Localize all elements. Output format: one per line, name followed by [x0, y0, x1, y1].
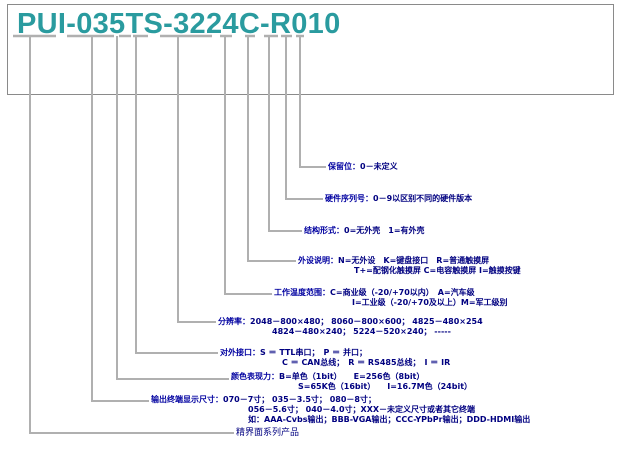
label-peripheral-line2: T+=配钢化触摸屏 C=电容触摸屏 I=触摸按键: [354, 266, 521, 275]
label-resolution-line2: 4824－480×240； 5224－520×240； -----: [272, 327, 451, 336]
label-color: 颜色表现力：B=单色（1bit） E=256色（8bit）: [231, 372, 425, 381]
label-structure: 结构形式：0=无外壳 1=有外壳: [304, 226, 425, 235]
label-hardware-serial: 硬件序列号：0－9以区别不同的硬件版本: [325, 194, 473, 203]
leader-peripheral: [247, 36, 296, 262]
label-interface-line2: C ＝ CAN总线； R ＝ RS485总线； I ＝ IR: [282, 358, 451, 367]
leader-product-series: [29, 36, 234, 434]
label-display-size-line2: 056－5.6寸； 040－4.0寸；XXX－未定义尺寸或者其它终端: [248, 405, 476, 414]
leader-interface: [135, 36, 218, 354]
product-code-box: PUI-035TS-3224C-R010: [7, 4, 614, 95]
leader-display-size: [91, 36, 149, 402]
leader-structure: [268, 36, 302, 232]
label-interface: 对外接口：S ＝ TTL串口； P ＝ 并口；: [220, 348, 367, 357]
label-temperature-line2: I=工业级（-20/+70及以上）M=军工级别: [352, 298, 508, 307]
label-display-size-line3: 如：AAA-Cvbs输出；BBB-VGA输出；CCC-YPbPr输出；DDD-H…: [248, 415, 531, 424]
label-temperature: 工作温度范围：C=商业级（-20/+70以内） A=汽车级: [274, 288, 475, 297]
leader-resolution: [177, 36, 216, 323]
label-color-line2: S=65K色（16bit） I=16.7M色（24bit）: [298, 382, 473, 391]
leader-color: [116, 36, 229, 380]
label-resolution: 分辨率：2048－800×480； 8060－800×600； 4825－480…: [218, 317, 483, 326]
product-code: PUI-035TS-3224C-R010: [17, 8, 341, 40]
leader-temperature: [224, 36, 272, 295]
leader-reserved: [299, 36, 326, 168]
label-reserved: 保留位：0－未定义: [328, 162, 398, 171]
label-peripheral: 外设说明：N=无外设 K=键盘接口 R=普通触摸屏: [298, 256, 490, 265]
leader-hardware-serial: [285, 36, 323, 200]
label-display-size: 输出终端显示尺寸：070－7寸； 035－3.5寸； 080－8寸；: [151, 395, 376, 404]
label-product-series: 精界面系列产品: [236, 428, 300, 438]
